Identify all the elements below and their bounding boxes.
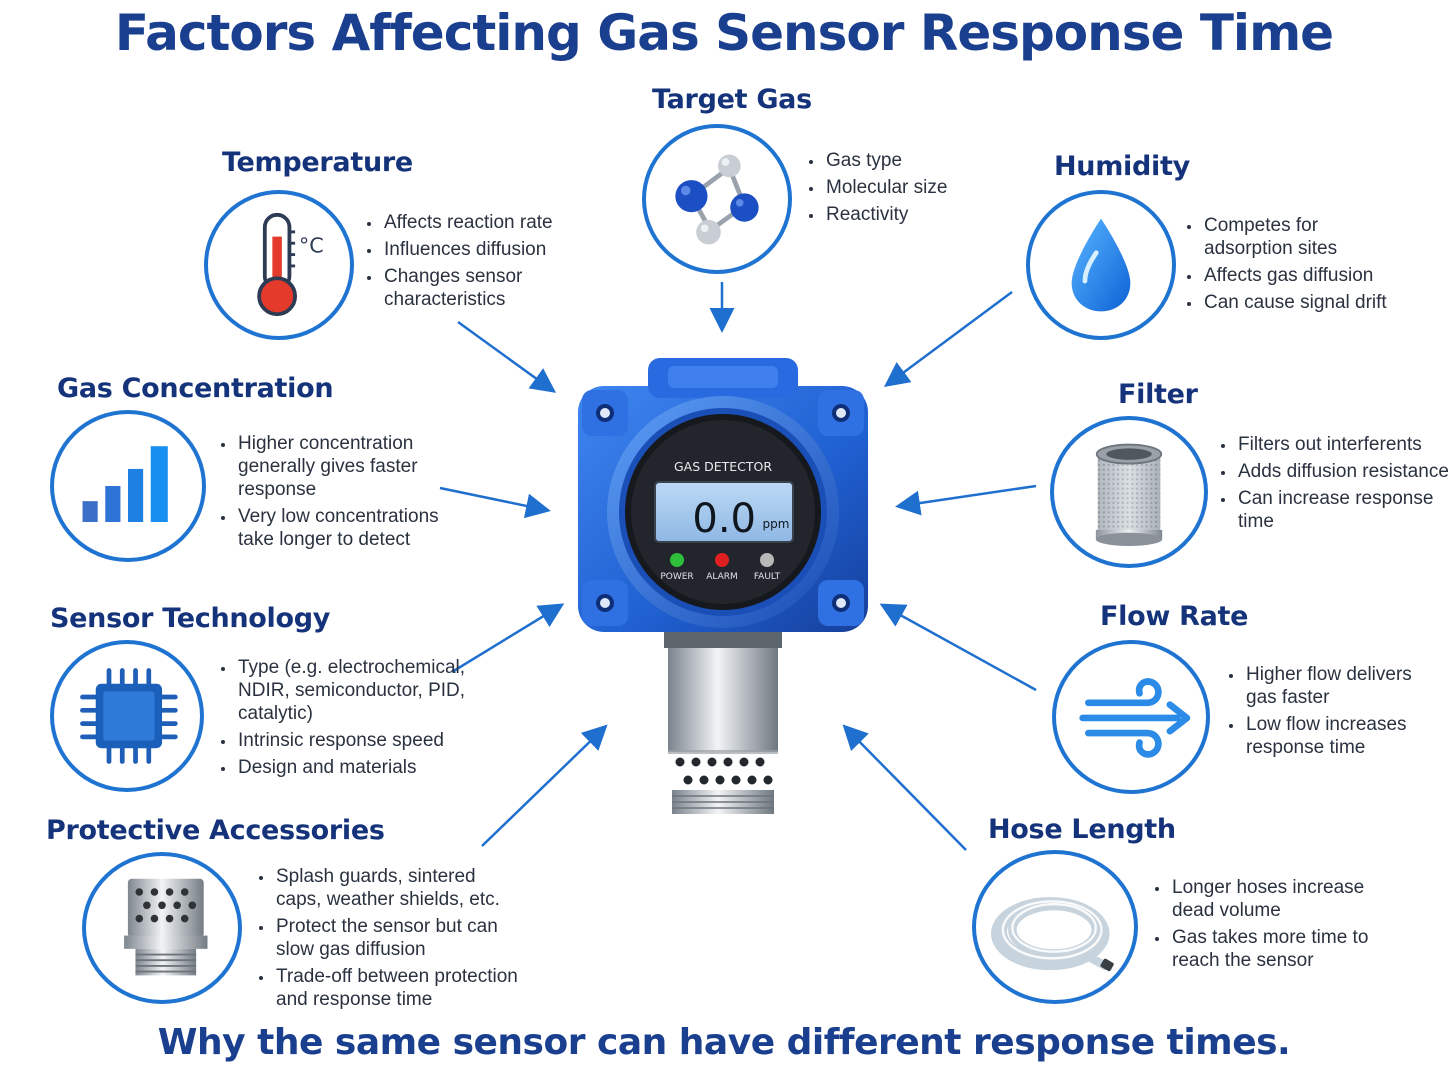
bullet: Protect the sensor but can slow gas diff… [274, 915, 524, 961]
bullet: Can increase response time [1236, 487, 1448, 533]
heading-humidity: Humidity [1054, 151, 1190, 182]
bullet: Filters out interferents [1236, 433, 1448, 456]
bullet: Higher concentration generally gives fas… [236, 432, 456, 501]
lcd-display [654, 481, 794, 543]
chip-icon [50, 640, 204, 792]
bullet: Molecular size [824, 176, 1004, 199]
water-drop-icon [1026, 190, 1176, 340]
bullet: Can cause signal drift [1202, 291, 1412, 314]
bullet: Longer hoses increase dead volume [1170, 876, 1380, 922]
heading-gas-concentration: Gas Concentration [57, 373, 334, 404]
fault-led [760, 553, 774, 567]
bullet: Low flow increases response time [1244, 713, 1444, 759]
bullets-target-gas: Gas type Molecular size Reactivity [804, 149, 1004, 230]
bullet: Changes sensor characteristics [382, 265, 592, 311]
coiled-hose-icon [972, 850, 1138, 1004]
heading-flow-rate: Flow Rate [1100, 601, 1249, 632]
sintered-cap-icon [82, 852, 242, 1004]
bullet: Trade-off between protection and respons… [274, 965, 524, 1011]
power-label: POWER [660, 572, 693, 582]
bullet: Adds diffusion resistance [1236, 460, 1448, 483]
bullet: Higher flow delivers gas faster [1244, 663, 1444, 709]
celsius-label: °C [299, 234, 324, 258]
arrow-protective-accessories [481, 724, 608, 847]
bullets-flow-rate: Higher flow delivers gas faster Low flow… [1224, 663, 1444, 763]
bullet: Type (e.g. electrochemical, NDIR, semico… [236, 656, 486, 725]
bullet: Very low concentrations take longer to d… [236, 505, 456, 551]
power-led [670, 553, 684, 567]
bullet: Gas type [824, 149, 1004, 172]
heading-protective-accessories: Protective Accessories [46, 815, 385, 846]
heading-hose-length: Hose Length [988, 814, 1176, 845]
arrow-filter [895, 484, 1037, 516]
bullets-sensor-technology: Type (e.g. electrochemical, NDIR, semico… [216, 656, 486, 783]
bullets-filter: Filters out interferents Adds diffusion … [1216, 433, 1448, 537]
arrow-sensor-technology [451, 603, 565, 674]
bullet: Influences diffusion [382, 238, 592, 261]
arrow-gas-concentration [439, 486, 551, 519]
bar-chart-icon [50, 410, 206, 562]
bullet: Reactivity [824, 203, 1004, 226]
bullets-hose-length: Longer hoses increase dead volume Gas ta… [1150, 876, 1380, 976]
heading-temperature: Temperature [222, 147, 413, 178]
molecule-icon [642, 124, 792, 274]
gas-detector-device: GAS DETECTOR 0.0 ppm POWER ALARM FAULT [578, 358, 868, 814]
page-title: Factors Affecting Gas Sensor Response Ti… [114, 4, 1334, 62]
bullet: Design and materials [236, 756, 486, 779]
bullet: Affects gas diffusion [1202, 264, 1412, 287]
alarm-label: ALARM [706, 572, 738, 582]
bullet: Competes for adsorption sites [1202, 214, 1412, 260]
bullets-protective-accessories: Splash guards, sintered caps, weather sh… [254, 865, 524, 1015]
arrow-temperature [457, 320, 557, 393]
heading-sensor-technology: Sensor Technology [50, 603, 331, 634]
heading-filter: Filter [1118, 379, 1198, 410]
arrow-hose-length [842, 724, 967, 851]
device-label: GAS DETECTOR [674, 459, 772, 474]
arrow-humidity [883, 290, 1013, 387]
device-reading: 0.0 [692, 496, 756, 542]
bullets-gas-concentration: Higher concentration generally gives fas… [216, 432, 456, 555]
thermometer-icon: °C [204, 190, 354, 340]
filter-cartridge-icon [1050, 416, 1208, 568]
bullets-humidity: Competes for adsorption sites Affects ga… [1182, 214, 1412, 318]
airflow-icon [1052, 640, 1210, 794]
arrow-flow-rate [879, 603, 1037, 692]
alarm-led [715, 553, 729, 567]
device-unit: ppm [763, 517, 790, 531]
bullet: Intrinsic response speed [236, 729, 486, 752]
heading-target-gas: Target Gas [652, 84, 812, 115]
fault-label: FAULT [754, 572, 781, 582]
bullet: Affects reaction rate [382, 211, 592, 234]
bullet: Gas takes more time to reach the sensor [1170, 926, 1380, 972]
bullet: Splash guards, sintered caps, weather sh… [274, 865, 524, 911]
footer-tagline: Why the same sensor can have different r… [157, 1022, 1291, 1063]
bullets-temperature: Affects reaction rate Influences diffusi… [362, 211, 592, 315]
